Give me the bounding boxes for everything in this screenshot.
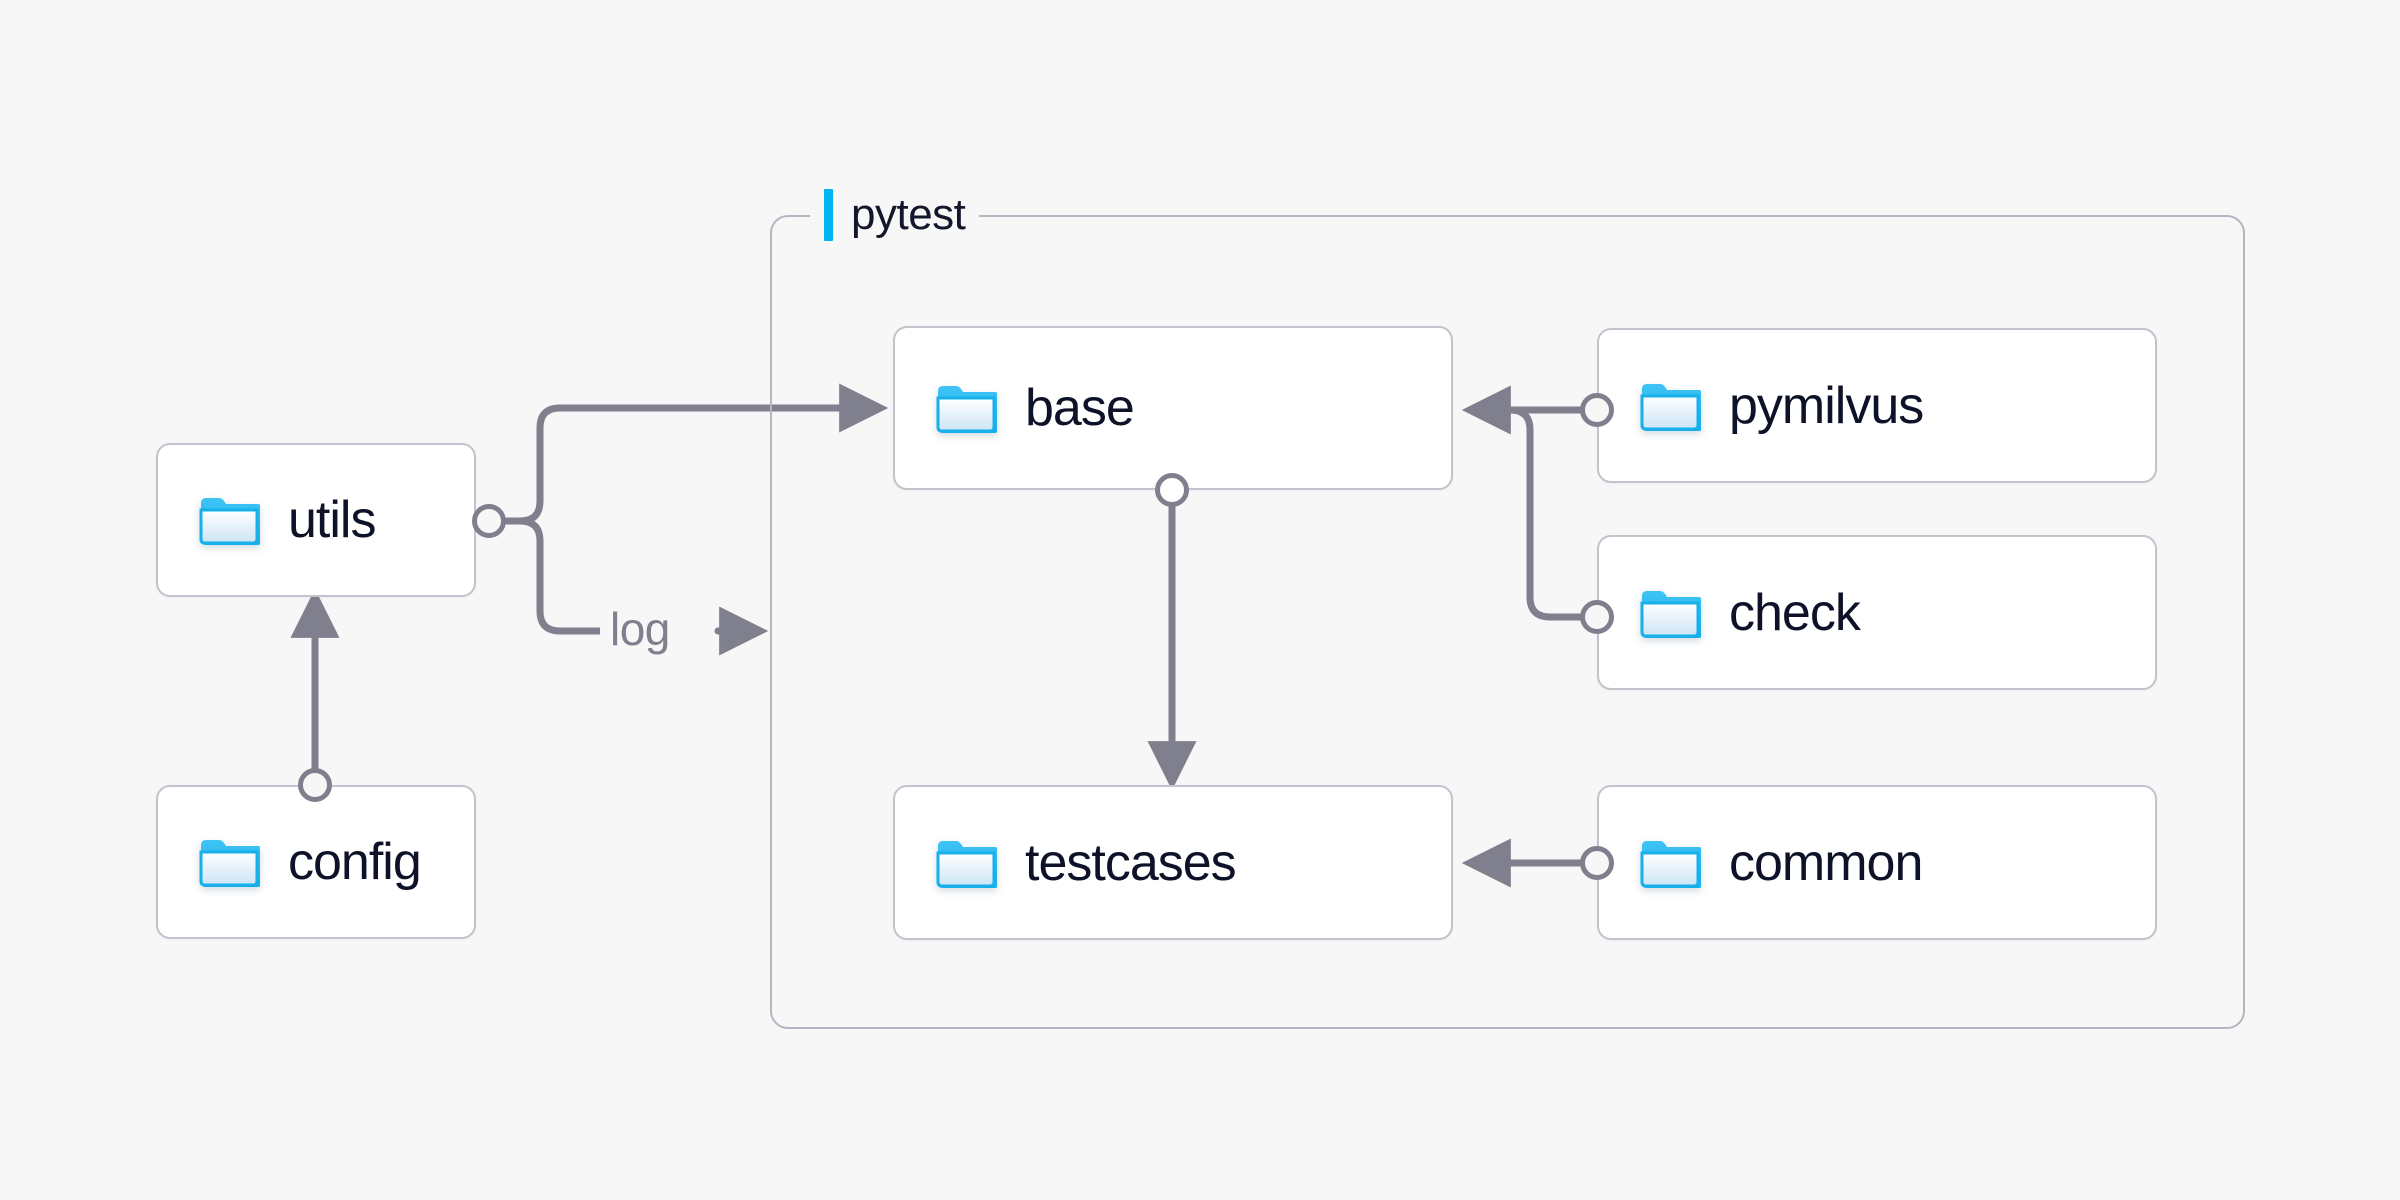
node-common-label: common bbox=[1729, 833, 1923, 892]
group-pytest-label: pytest bbox=[810, 186, 980, 244]
port-check-left[interactable] bbox=[1580, 600, 1614, 634]
edge-label-log: log bbox=[600, 606, 680, 652]
port-base-bottom[interactable] bbox=[1155, 473, 1189, 507]
node-base[interactable]: base bbox=[893, 326, 1453, 490]
folder-icon bbox=[936, 840, 997, 888]
node-config-label: config bbox=[288, 833, 422, 891]
node-check[interactable]: check bbox=[1597, 535, 2157, 690]
folder-icon bbox=[199, 498, 260, 545]
node-utils-label: utils bbox=[288, 491, 376, 549]
folder-icon bbox=[936, 386, 997, 433]
group-pytest[interactable] bbox=[770, 215, 2245, 1029]
node-utils[interactable]: utils bbox=[156, 443, 476, 597]
port-utils-right[interactable] bbox=[472, 504, 506, 538]
accent-bar-icon bbox=[824, 189, 833, 241]
port-common-left[interactable] bbox=[1580, 846, 1614, 880]
port-pymilvus-left[interactable] bbox=[1580, 393, 1614, 427]
folder-icon bbox=[1640, 383, 1701, 431]
node-common[interactable]: common bbox=[1597, 785, 2157, 940]
edge-check-to-base bbox=[1466, 406, 1584, 621]
node-testcases-label: testcases bbox=[1025, 833, 1237, 892]
folder-icon bbox=[1640, 590, 1701, 638]
folder-icon bbox=[199, 840, 260, 887]
edge-utils-log bbox=[485, 517, 604, 635]
group-pytest-title: pytest bbox=[851, 190, 966, 239]
port-config-top[interactable] bbox=[298, 768, 332, 802]
node-config[interactable]: config bbox=[156, 785, 476, 939]
node-testcases[interactable]: testcases bbox=[893, 785, 1453, 940]
node-pymilvus-label: pymilvus bbox=[1729, 376, 1924, 435]
node-pymilvus[interactable]: pymilvus bbox=[1597, 328, 2157, 483]
node-check-label: check bbox=[1729, 583, 1861, 642]
node-base-label: base bbox=[1025, 379, 1135, 437]
folder-icon bbox=[1640, 840, 1701, 888]
